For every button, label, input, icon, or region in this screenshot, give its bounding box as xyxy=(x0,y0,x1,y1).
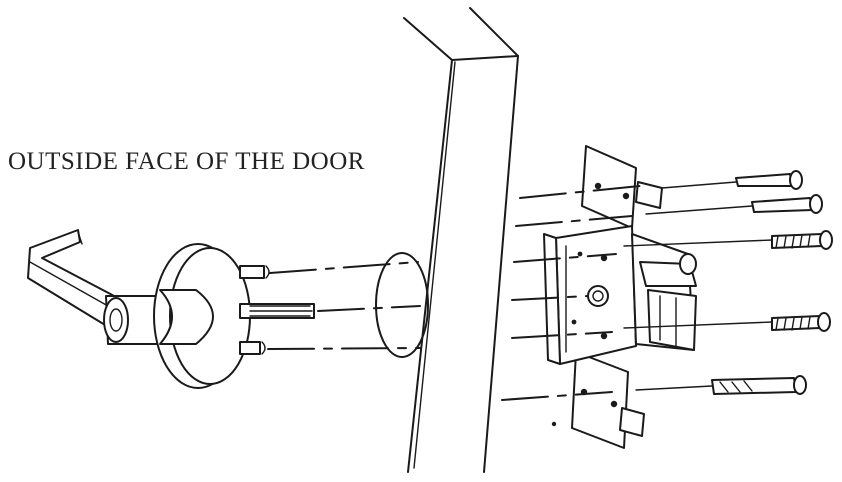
cross-bore-hole xyxy=(375,252,429,358)
mounting-plate xyxy=(543,145,663,449)
machine-screw-lower xyxy=(623,312,831,332)
wood-screw-upper xyxy=(645,194,823,215)
alignment-lines-left xyxy=(267,261,421,350)
wood-screw-bottom xyxy=(635,375,807,395)
latch-mechanism xyxy=(631,233,697,351)
rose-escutcheon xyxy=(153,243,251,389)
wood-screw-top xyxy=(661,170,803,190)
machine-screw-middle xyxy=(623,230,833,250)
alignment-lines-right xyxy=(501,185,641,401)
lever-handle xyxy=(27,229,184,345)
spindle xyxy=(239,303,315,319)
outside-face-caption: OUTSIDE FACE OF THE DOOR xyxy=(8,148,365,175)
door-slab xyxy=(403,7,519,473)
mounting-posts xyxy=(239,265,270,355)
